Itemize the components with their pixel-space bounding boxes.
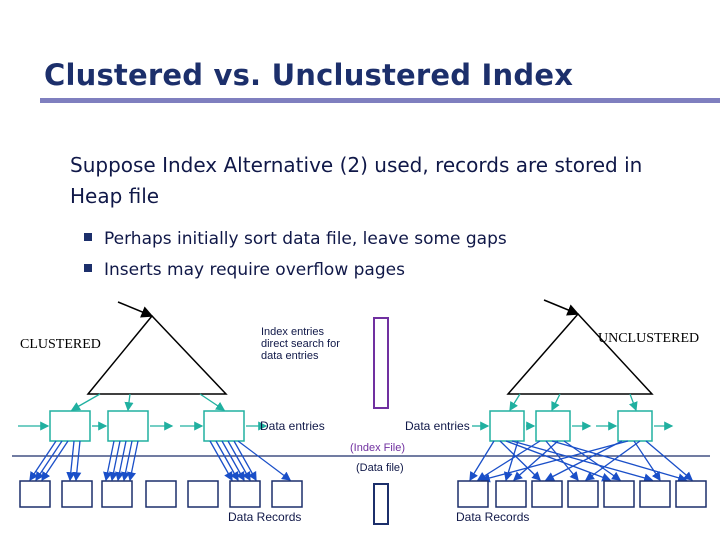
data-page <box>495 480 527 508</box>
data-page <box>639 480 671 508</box>
bullet-square-icon <box>84 264 92 272</box>
clustered-label: CLUSTERED <box>20 337 101 352</box>
data-records-label-left: Data Records <box>228 510 301 524</box>
unclustered-leaf-level <box>472 393 674 442</box>
data-entries-label-left: Data entries <box>260 419 325 433</box>
index-file-label: (Index File) <box>350 442 405 454</box>
leaf-page <box>535 410 571 442</box>
bullet-item: Inserts may require overflow pages <box>84 255 507 286</box>
leaf-page <box>617 410 653 442</box>
bullet-text: Perhaps initially sort data file, leave … <box>104 229 507 249</box>
data-records-label-right: Data Records <box>456 510 529 524</box>
bullet-text: Inserts may require overflow pages <box>104 260 405 280</box>
clustered-index-tree <box>86 301 228 395</box>
data-page <box>271 480 303 508</box>
data-file-label: (Data file) <box>356 462 404 474</box>
data-page <box>145 480 177 508</box>
data-page <box>229 480 261 508</box>
clustered-record-pointers <box>29 440 292 482</box>
bullet-list: Perhaps initially sort data file, leave … <box>84 224 507 286</box>
data-page <box>19 480 51 508</box>
index-entries-label-line: Index entries <box>261 326 324 338</box>
bullet-square-icon <box>84 233 92 241</box>
leaf-page <box>203 410 245 442</box>
data-page <box>675 480 707 508</box>
title-underline <box>40 98 720 103</box>
bullet-item: Perhaps initially sort data file, leave … <box>84 224 507 255</box>
leaf-page <box>489 410 525 442</box>
data-page <box>101 480 133 508</box>
data-page <box>187 480 219 508</box>
unclustered-label: UNCLUSTERED <box>598 331 699 346</box>
data-file-legend-box <box>373 483 389 525</box>
data-entries-label-right: Data entries <box>405 419 470 433</box>
index-file-legend-box <box>373 317 389 409</box>
data-page <box>603 480 635 508</box>
clustered-leaf-level <box>18 393 268 442</box>
leaf-page <box>49 410 91 442</box>
index-entries-label-line: direct search for <box>261 338 340 350</box>
index-entries-label-line: data entries <box>261 350 319 362</box>
unclustered-record-pointers <box>469 440 693 483</box>
data-page <box>531 480 563 508</box>
data-page <box>567 480 599 508</box>
unclustered-data-records <box>457 480 707 508</box>
unclustered-index-tree <box>506 299 654 395</box>
data-page <box>61 480 93 508</box>
slide-title: Clustered vs. Unclustered Index <box>44 58 574 92</box>
data-page <box>457 480 489 508</box>
clustered-data-records <box>19 480 303 508</box>
leaf-page <box>107 410 149 442</box>
main-statement: Suppose Index Alternative (2) used, reco… <box>70 153 643 208</box>
